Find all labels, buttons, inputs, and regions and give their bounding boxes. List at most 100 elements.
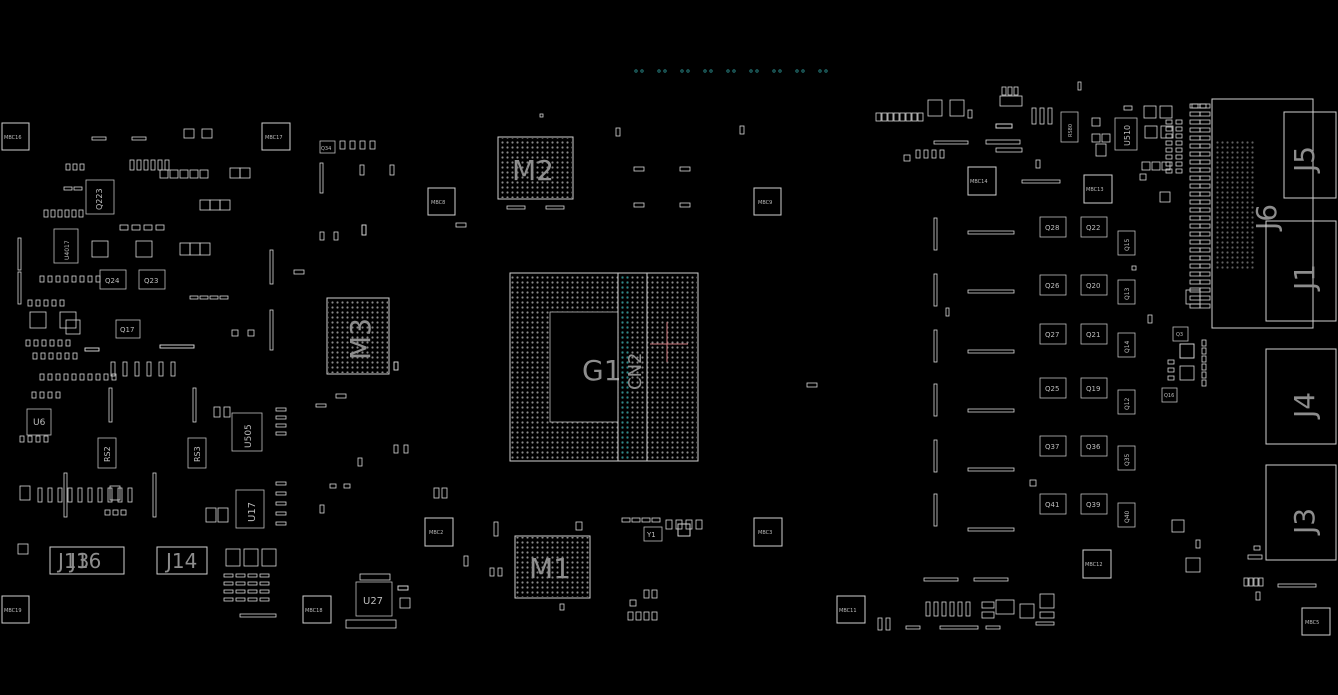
- part-q223[interactable]: Q223: [85, 179, 115, 215]
- connector-j1[interactable]: J1: [1265, 220, 1337, 322]
- smd-pad: [39, 373, 45, 381]
- part-q20[interactable]: Q20: [1080, 274, 1108, 296]
- smd-pad: [1001, 86, 1007, 96]
- hole-mbc17[interactable]: MBC17: [261, 122, 291, 151]
- part-q40[interactable]: Q40: [1117, 502, 1136, 528]
- smd-pad: [633, 202, 645, 208]
- smd-pad: [931, 149, 937, 159]
- bga-g1[interactable]: G1: [509, 272, 699, 462]
- smd-pad: [1167, 375, 1175, 381]
- bga-m3[interactable]: M3: [326, 297, 390, 375]
- hole-mbc16[interactable]: MBC16: [1, 122, 30, 151]
- smd-pad: [911, 112, 918, 122]
- smd-pad: [1167, 359, 1175, 365]
- hole-mbc5[interactable]: MBC5: [1301, 607, 1331, 636]
- hole-mbc14[interactable]: MBC14: [967, 166, 997, 196]
- smd-pad: [199, 169, 209, 179]
- part-q34[interactable]: Q34: [319, 140, 336, 154]
- connector-j3[interactable]: J3: [1265, 464, 1337, 561]
- connector-j13-j16[interactable]: J13 J16: [49, 546, 125, 575]
- part-q19[interactable]: Q19: [1080, 377, 1108, 399]
- part-rs2[interactable]: RS2: [97, 437, 117, 469]
- part-q15[interactable]: Q15: [1117, 230, 1136, 256]
- part-q35[interactable]: Q35: [1117, 445, 1136, 471]
- part-q13[interactable]: Q13: [1117, 279, 1136, 305]
- smd-pad: [122, 361, 128, 377]
- smd-pad: [917, 112, 924, 122]
- part-u27[interactable]: U27: [345, 573, 397, 629]
- hole-mbc13[interactable]: MBC13: [1083, 174, 1113, 204]
- part-q37[interactable]: Q37: [1039, 435, 1067, 457]
- part-u17[interactable]: U17: [235, 489, 265, 529]
- part-rs80[interactable]: RS80: [1060, 111, 1079, 143]
- hole-mbc2[interactable]: MBC2: [424, 517, 454, 547]
- smd-pad: [35, 299, 41, 307]
- part-q21[interactable]: Q21: [1080, 323, 1108, 345]
- part-u4017[interactable]: U4017: [53, 228, 79, 264]
- part-u505[interactable]: U505: [231, 412, 263, 452]
- part-u6[interactable]: U6: [26, 408, 52, 436]
- part-q22[interactable]: Q22: [1080, 216, 1108, 238]
- part-q27[interactable]: Q27: [1039, 323, 1067, 345]
- smd-pad: [1189, 103, 1201, 109]
- smd-pad: [1165, 119, 1173, 125]
- m1-label: M1: [529, 552, 571, 585]
- smd-pad: [641, 517, 651, 523]
- part-q17[interactable]: Q17: [115, 319, 141, 339]
- smd-pad: [1201, 363, 1207, 371]
- smd-pad: [319, 231, 325, 241]
- smd-pad: [1258, 577, 1264, 587]
- part-q16[interactable]: Q16: [1161, 387, 1178, 403]
- j16-label: J16: [68, 549, 101, 573]
- smd-pad: [739, 125, 745, 135]
- part-rs3[interactable]: RS3: [187, 437, 207, 469]
- part-u510[interactable]: U510: [1114, 117, 1138, 151]
- part-q26[interactable]: Q26: [1039, 274, 1067, 296]
- smd-pad: [27, 435, 33, 443]
- smd-pad: [635, 611, 642, 621]
- part-q14[interactable]: Q14: [1117, 332, 1136, 358]
- q39-label: Q39: [1086, 501, 1100, 509]
- smd-pad: [79, 373, 85, 381]
- smd-pad: [923, 149, 929, 159]
- part-q41[interactable]: Q41: [1039, 493, 1067, 515]
- part-q12[interactable]: Q12: [1117, 389, 1136, 415]
- hole-mbc9[interactable]: MBC9: [753, 187, 782, 216]
- smd-pad: [1199, 231, 1211, 237]
- smd-pad: [1199, 103, 1207, 109]
- connector-j5[interactable]: J5: [1283, 111, 1337, 199]
- q36-label: Q36: [1086, 443, 1101, 451]
- part-q39[interactable]: Q39: [1080, 493, 1108, 515]
- connector-j4[interactable]: J4: [1265, 348, 1337, 445]
- connector-j14[interactable]: J14: [156, 546, 208, 575]
- hole-mbc8[interactable]: MBC8: [427, 187, 456, 216]
- smd-pad: [1199, 135, 1211, 141]
- smd-pad: [275, 407, 287, 412]
- part-q36[interactable]: Q36: [1080, 435, 1108, 457]
- smd-pad: [1189, 239, 1201, 245]
- hole-mbc11[interactable]: MBC11: [836, 595, 866, 624]
- hole-mbc19[interactable]: MBC19: [1, 595, 30, 624]
- hole-mbc3[interactable]: MBC3: [753, 517, 783, 547]
- smd-pad: [243, 548, 259, 567]
- part-q24[interactable]: Q24: [99, 269, 127, 290]
- bga-m2[interactable]: M2: [497, 136, 574, 210]
- hole-mbc18[interactable]: MBC18: [302, 595, 332, 624]
- connector-cn2[interactable]: CN2: [617, 272, 648, 462]
- hole-mbc12[interactable]: MBC12: [1082, 549, 1112, 579]
- part-q3[interactable]: Q3: [1172, 326, 1189, 342]
- smd-pad: [1189, 271, 1201, 277]
- smd-pad: [235, 597, 246, 602]
- smd-pad: [1199, 167, 1211, 173]
- bga-m1[interactable]: M1: [514, 535, 591, 599]
- smd-pad: [677, 523, 691, 537]
- part-q23[interactable]: Q23: [138, 269, 166, 290]
- connector-j6[interactable]: J6: [1211, 98, 1314, 329]
- smd-pad: [31, 391, 37, 399]
- smd-pad: [131, 136, 147, 141]
- part-y1[interactable]: Y1: [643, 526, 663, 542]
- part-q25[interactable]: Q25: [1039, 377, 1067, 399]
- smd-pad: [239, 167, 251, 179]
- part-q28[interactable]: Q28: [1039, 216, 1067, 238]
